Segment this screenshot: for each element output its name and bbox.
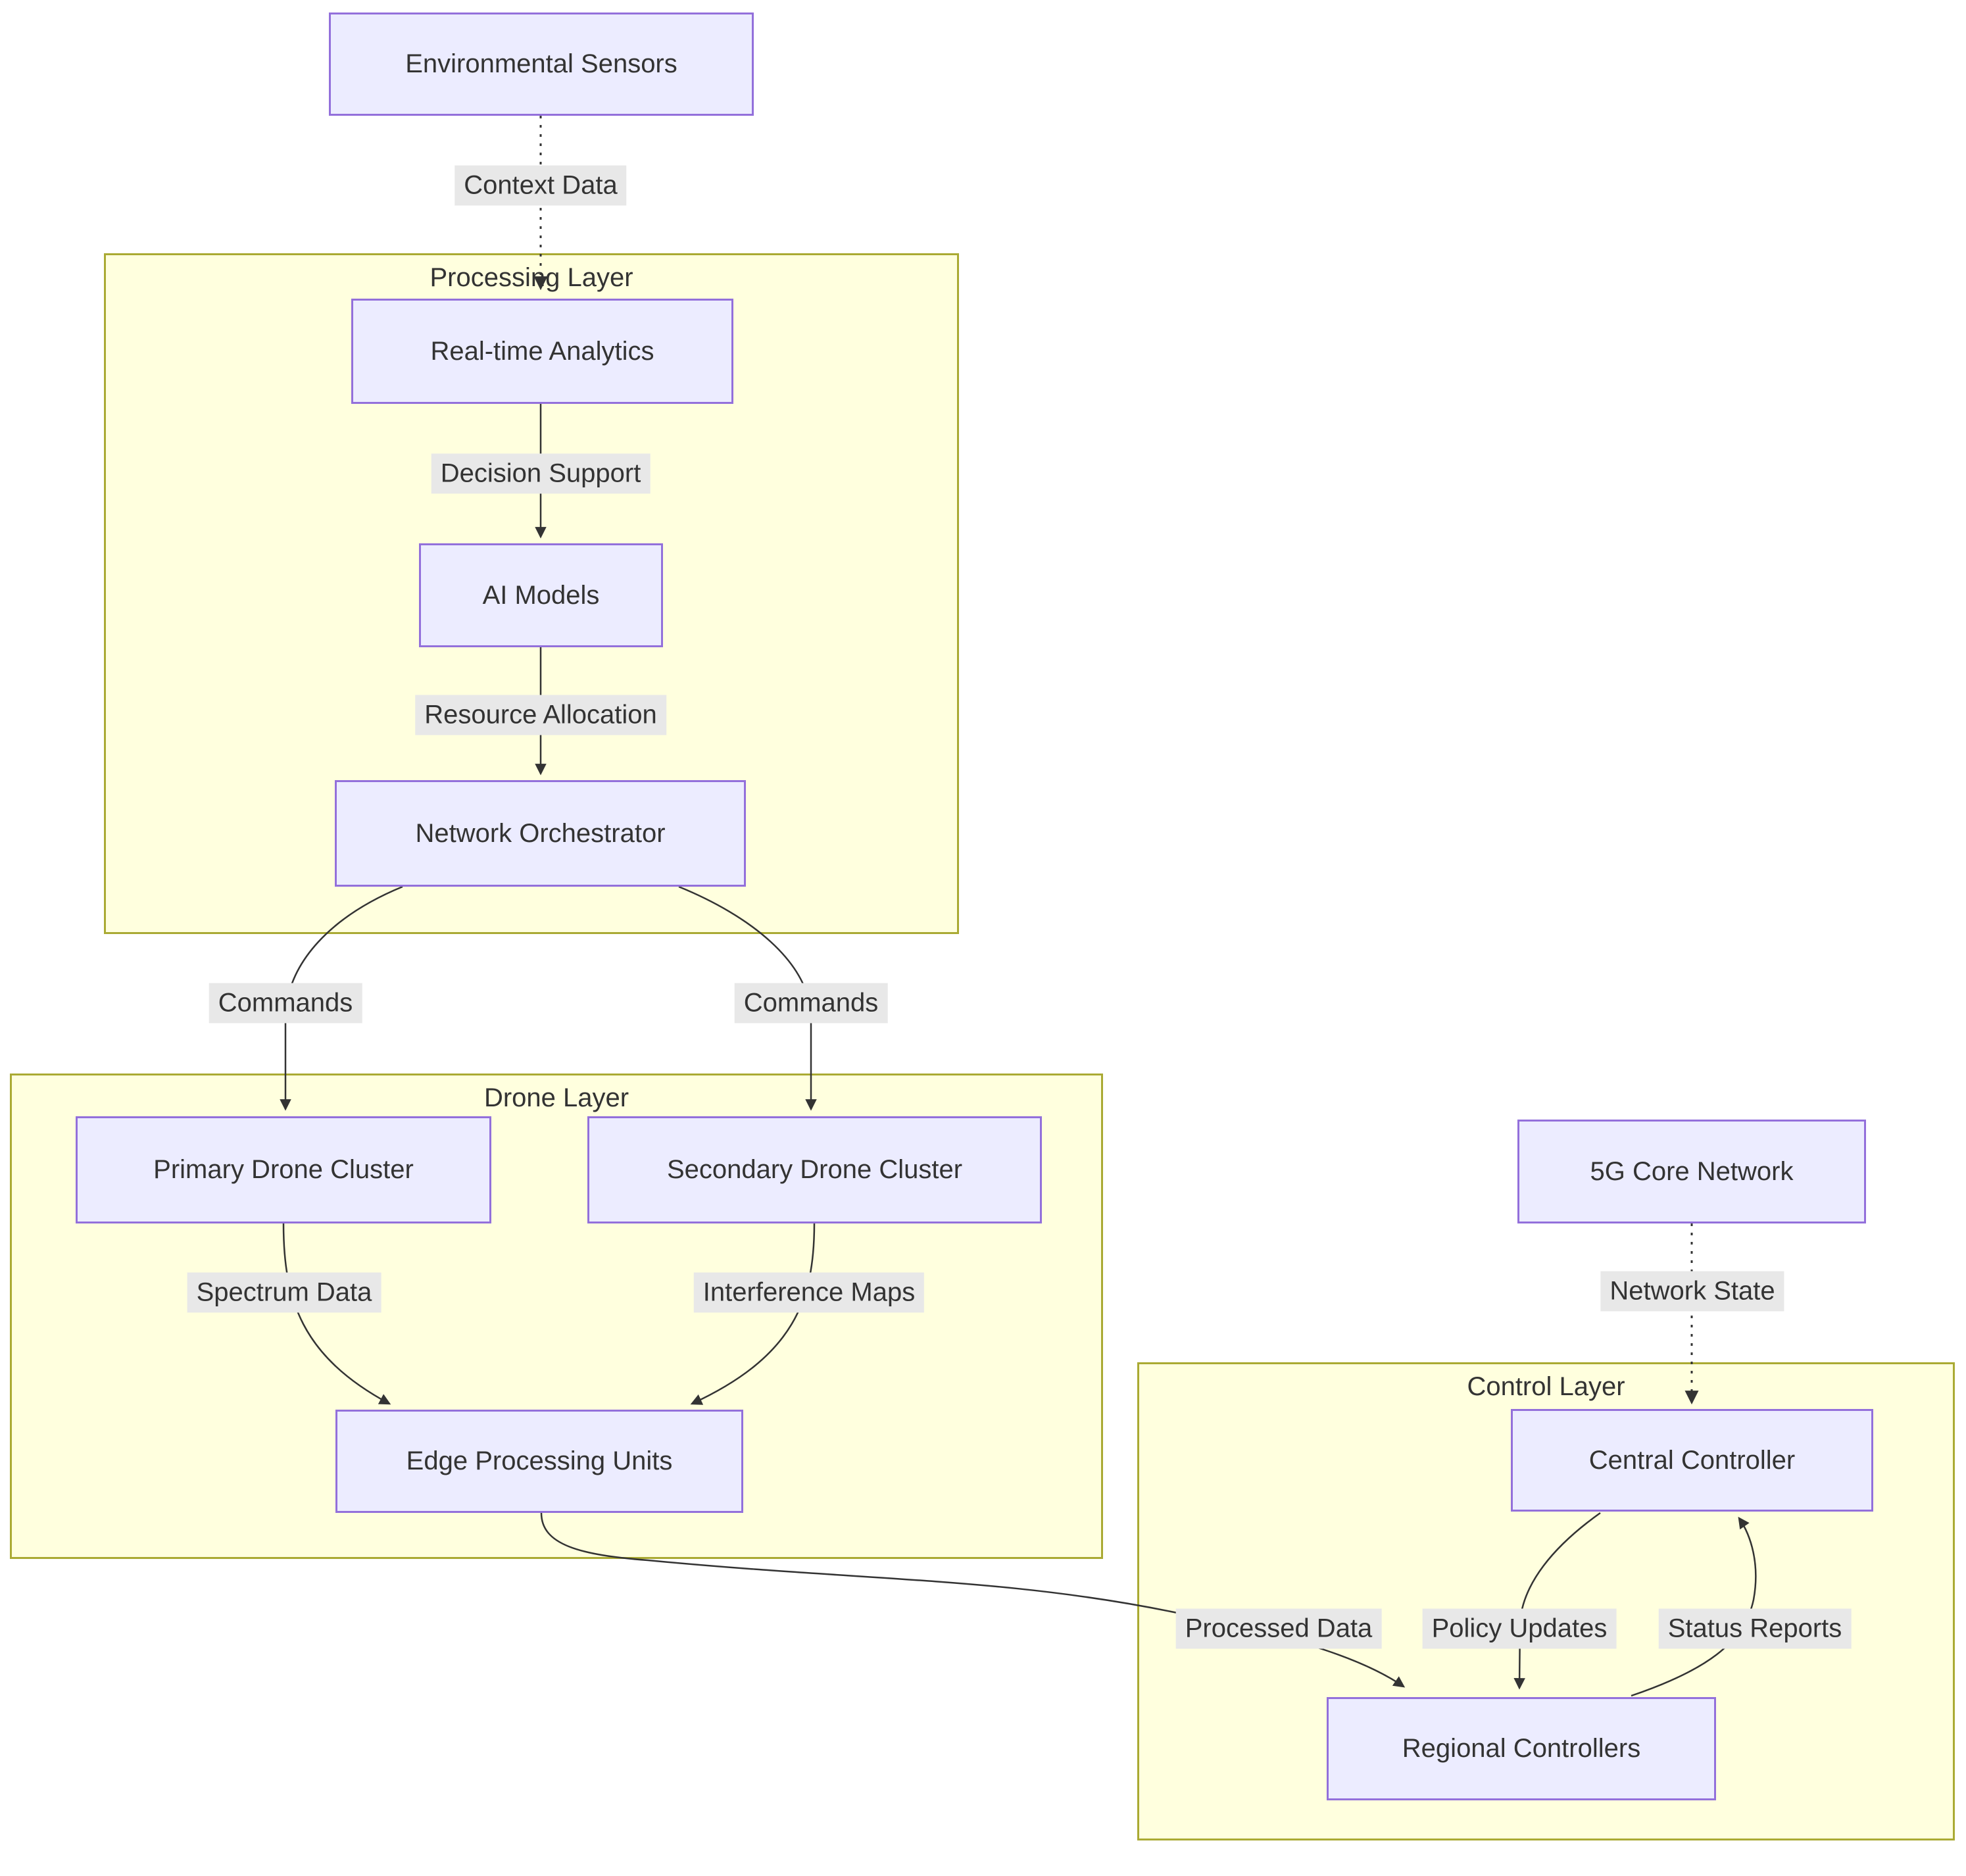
edge-label-processed-data: Processed Data	[1175, 1608, 1382, 1649]
node-network-orchestrator: Network Orchestrator	[335, 780, 746, 887]
edge-label-context-data: Context Data	[455, 165, 627, 206]
edge-label-decision-support: Decision Support	[431, 453, 651, 494]
node-label: Edge Processing Units	[406, 1446, 673, 1475]
node-label: Network Orchestrator	[415, 818, 666, 848]
node-5g-core-network: 5G Core Network	[1517, 1120, 1866, 1223]
node-primary-drone-cluster: Primary Drone Cluster	[76, 1116, 491, 1223]
edge-processed-data	[540, 1512, 1406, 1688]
edge-label-network-state: Network State	[1600, 1271, 1784, 1312]
node-label: Environmental Sensors	[405, 49, 677, 78]
edge-policy-updates	[1513, 1512, 1601, 1690]
cluster-title-control-layer: Control Layer	[1467, 1372, 1625, 1401]
node-secondary-drone-cluster: Secondary Drone Cluster	[587, 1116, 1042, 1223]
edge-label-resource-allocation: Resource Allocation	[415, 695, 666, 735]
node-label: Secondary Drone Cluster	[666, 1155, 963, 1184]
node-ai-models: AI Models	[419, 543, 663, 647]
node-label: Regional Controllers	[1402, 1734, 1641, 1763]
edge-spectrum-data	[282, 1223, 391, 1405]
node-edge-processing-units: Edge Processing Units	[335, 1410, 743, 1513]
node-environmental-sensors: Environmental Sensors	[329, 12, 754, 116]
node-label: Central Controller	[1588, 1445, 1796, 1475]
node-label: Primary Drone Cluster	[153, 1155, 414, 1184]
edge-label-status-reports: Status Reports	[1658, 1608, 1852, 1649]
cluster-title-processing-layer: Processing Layer	[430, 263, 633, 292]
edge-label-commands-right: Commands	[734, 983, 888, 1024]
edge-label-spectrum-data: Spectrum Data	[187, 1272, 381, 1313]
edge-interference-maps	[690, 1223, 816, 1405]
edge-label-interference-maps: Interference Maps	[693, 1272, 925, 1313]
node-label: 5G Core Network	[1590, 1156, 1794, 1186]
node-label: AI Models	[482, 580, 600, 610]
edge-status-reports	[1631, 1516, 1757, 1697]
node-regional-controllers: Regional Controllers	[1327, 1697, 1716, 1800]
node-real-time-analytics: Real-time Analytics	[351, 299, 733, 404]
node-label: Real-time Analytics	[430, 336, 654, 366]
edge-label-commands-left: Commands	[209, 983, 362, 1024]
edge-label-policy-updates: Policy Updates	[1422, 1608, 1617, 1649]
cluster-title-drone-layer: Drone Layer	[483, 1083, 629, 1112]
node-central-controller: Central Controller	[1511, 1409, 1873, 1512]
